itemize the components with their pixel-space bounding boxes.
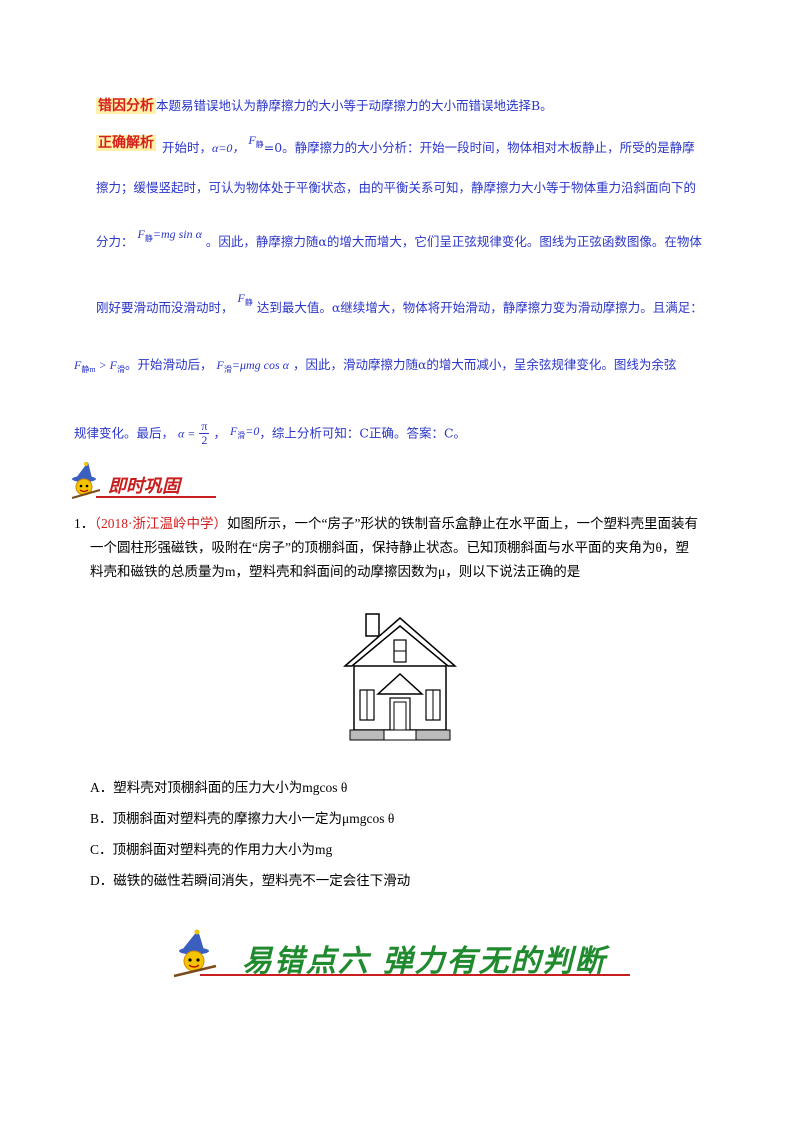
formula-final: F滑=0 <box>229 424 260 440</box>
consolidate-underline <box>96 496 216 498</box>
wizard-icon <box>71 462 101 499</box>
consolidate-title: 即时巩固 <box>108 476 180 497</box>
f-sub: 静m <box>81 365 96 374</box>
solution-line-6: 规律变化。最后， α = π 2 ， F滑=0，综上分析可知：C正确。答案：C。 <box>74 419 467 447</box>
option-b: B．顶棚斜面对塑料壳的摩擦力大小一定为μmgcos θ <box>90 811 395 826</box>
alpha-eq: α = <box>178 427 195 441</box>
f-letter: F <box>229 424 238 438</box>
solution-l4a: 刚好要滑动而没滑动时， <box>96 300 234 315</box>
consolidate-banner: 即时巩固 <box>66 460 216 500</box>
formula-text: > F <box>98 358 118 372</box>
solution-l6b: ，综上分析可知：C正确。答案：C。 <box>259 425 467 441</box>
solution-l6a: 规律变化。最后， <box>74 425 175 441</box>
option-d: D．磁铁的磁性若瞬间消失，塑料壳不一定会往下滑动 <box>90 873 411 888</box>
f-sub: 静 <box>144 234 153 243</box>
question-line-1: 如图所示，一个“房子”形状的铁制音乐盒静止在水平面上，一个塑料壳里面装有 <box>227 516 698 531</box>
f-sub: 静 <box>244 298 253 307</box>
f-sub: 滑 <box>223 365 232 374</box>
option-c: C．顶棚斜面对塑料壳的作用力大小为mg <box>90 842 333 857</box>
question-1: 1．（2018·浙江温岭中学）如图所示，一个“房子”形状的铁制音乐盒静止在水平面… <box>74 514 754 582</box>
question-line-2: 一个圆柱形强磁铁，吸附在“房子”的顶棚斜面，保持静止状态。已知顶棚斜面与水平面的… <box>90 540 689 555</box>
solution-label: 正确解析 <box>96 135 156 151</box>
f-static-symbol-2: F静 <box>237 291 253 307</box>
formula-text: =0 <box>245 424 260 438</box>
f-letter: F <box>137 227 145 241</box>
cause-label: 错因分析 <box>96 98 156 114</box>
solution-l1b: α=0， <box>212 141 245 155</box>
f-letter: F <box>74 358 82 372</box>
solution-l5b: ，因此，滑动摩擦力随α的增大而减小，呈余弦规律变化。图线为余弦 <box>292 357 677 372</box>
question-number: 1． <box>74 516 95 531</box>
solution-l5a: 。开始滑动后， <box>125 357 213 372</box>
formula-text: =mg sin α <box>152 227 202 241</box>
formula-static: F静=mg sin α <box>137 227 202 243</box>
solution-line-4: 刚好要滑动而没滑动时， F静 达到最大值。α继续增大，物体将开始滑动，静摩擦力变… <box>96 291 703 323</box>
formula-slide: F滑=μmg cos α <box>216 358 289 374</box>
solution-l1c: =0。静摩擦力的大小分析：开始一段时间，物体相对木板静止，所受的是静摩 <box>263 140 695 155</box>
f-letter: F <box>248 133 256 147</box>
f-sub: 滑 <box>237 431 246 440</box>
question-source: （2018·浙江温岭中学） <box>94 516 227 531</box>
f-sub: 滑 <box>117 365 126 374</box>
solution-line-1: 开始时，α=0， F静=0。静摩擦力的大小分析：开始一段时间，物体相对木板静止，… <box>162 133 742 163</box>
f-letter: F <box>237 291 245 305</box>
f-letter: F <box>216 358 224 372</box>
pi-over-2: π 2 <box>199 419 210 447</box>
solution-line-2: 擦力；缓慢竖起时，可认为物体处于平衡状态，由的平衡关系可知，静摩擦力大小等于物体… <box>96 180 697 195</box>
cause-block: 错因分析本题易错误地认为静摩擦力的大小等于动摩擦力的大小而错误地选择B。 <box>96 95 736 116</box>
section-underline <box>200 974 630 976</box>
cause-text: 本题易错误地认为静摩擦力的大小等于动摩擦力的大小而错误地选择B。 <box>156 98 553 113</box>
solution-l3b: 。因此，静摩擦力随α的增大而增大，它们呈正弦规律变化。图线为正弦函数图像。在物体 <box>205 234 702 249</box>
section-title: 易错点六 弹力有无的判断 <box>242 944 607 979</box>
pi-num: π <box>199 419 210 434</box>
solution-l4b: 达到最大值。α继续增大，物体将开始滑动，静摩擦力变为滑动摩擦力。且满足： <box>256 300 703 315</box>
solution-line-3: 分力： F静=mg sin α 。因此，静摩擦力随α的增大而增大，它们呈正弦规律… <box>96 227 702 257</box>
alpha-text: α = <box>178 426 196 441</box>
f-static-symbol: F静 <box>248 133 264 149</box>
solution-label-wrap: 正确解析 <box>96 132 156 152</box>
options-list: A．塑料壳对顶棚斜面的压力大小为mgcos θ B．顶棚斜面对塑料壳的摩擦力大小… <box>90 778 410 891</box>
solution-l3a: 分力： <box>96 234 134 249</box>
wizard-icon <box>173 929 217 978</box>
pi-den: 2 <box>201 433 208 447</box>
solution-l1a: 开始时， <box>162 140 213 155</box>
solution-line-5: F静m > F滑。开始滑动后， F滑=μmg cos α ，因此，滑动摩擦力随α… <box>74 355 676 380</box>
formula-max: F静m > F滑 <box>74 358 126 374</box>
f-sub: 静 <box>255 140 264 149</box>
house-figure <box>343 613 457 741</box>
option-a: A．塑料壳对顶棚斜面的压力大小为mgcos θ <box>90 780 348 795</box>
formula-text: =μmg cos α <box>231 358 289 372</box>
section-banner: 易错点六 弹力有无的判断 <box>170 928 630 979</box>
question-line-3: 料壳和磁铁的总质量为m，塑料壳和斜面间的动摩擦因数为μ，则以下说法正确的是 <box>90 564 581 579</box>
